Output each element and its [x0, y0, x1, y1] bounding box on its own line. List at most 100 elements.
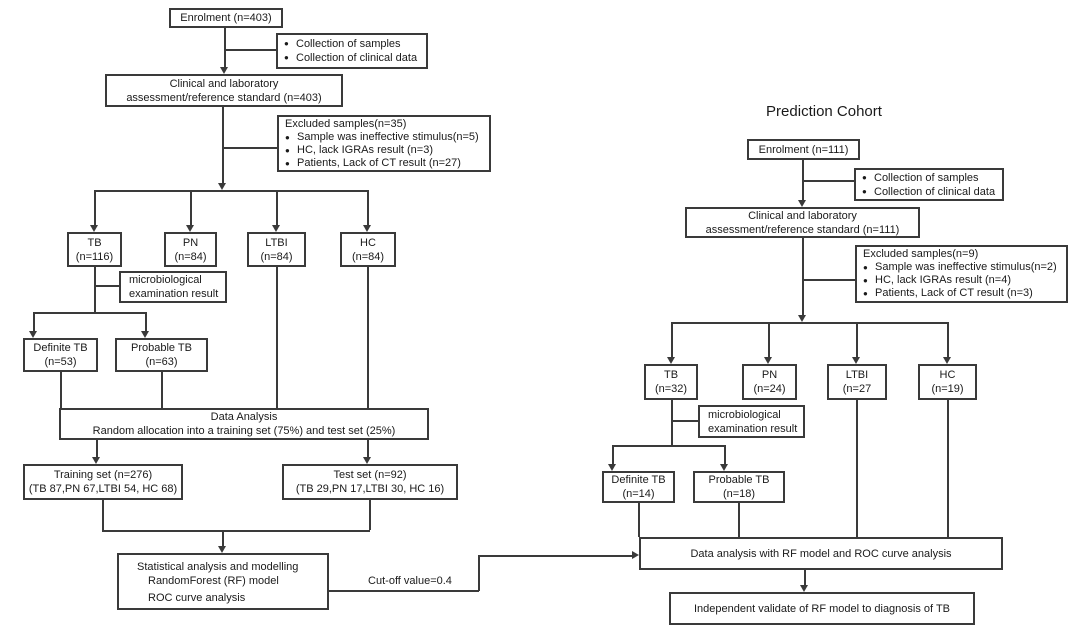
connector-line: [671, 322, 948, 324]
definite-line1: Definite TB: [33, 342, 88, 354]
group-n: (n=19): [931, 383, 964, 395]
stats-modelling-box: Statistical analysis and modelling Rando…: [117, 553, 329, 610]
connector-line: [369, 500, 371, 530]
connector-line: [190, 190, 192, 225]
group-n: (n=32): [654, 383, 688, 395]
probable-line2: (n=18): [722, 488, 756, 500]
micro-line2: examination result: [129, 288, 219, 300]
micro-line1: microbiological: [708, 408, 781, 421]
enrolment-box-discovery: Enrolment (n=403): [169, 8, 283, 28]
connector-line: [367, 190, 369, 225]
arrow-down-icon: [92, 457, 100, 464]
data-analysis-line2: Random allocation into a training set (7…: [92, 425, 396, 437]
group-name: PN: [182, 236, 199, 249]
group-name: LTBI: [845, 369, 869, 381]
collection-box-discovery: Collection of samples Collection of clin…: [276, 33, 428, 69]
probable-line1: Probable TB: [708, 474, 770, 486]
connector-line: [94, 190, 368, 192]
arrow-down-icon: [667, 357, 675, 364]
data-analysis-box-discovery: Data Analysis Random allocation into a t…: [59, 408, 429, 440]
group-name: PN: [761, 369, 778, 381]
connector-line: [612, 445, 614, 464]
group-box-hc-prediction: HC (n=19): [918, 364, 977, 400]
connector-line: [802, 180, 854, 182]
group-box-pn-discovery: PN (n=84): [164, 232, 217, 267]
connector-line: [222, 530, 224, 546]
arrow-down-icon: [798, 200, 806, 207]
group-name: TB: [87, 236, 102, 249]
connector-line: [222, 147, 277, 149]
group-box-ltbi-discovery: LTBI (n=84): [247, 232, 306, 267]
arrow-down-icon: [90, 225, 98, 232]
probable-tb-box-prediction: Probable TB (n=18): [693, 471, 785, 503]
connector-line: [367, 267, 369, 408]
test-line2: (TB 29,PN 17,LTBI 30, HC 16): [295, 483, 445, 495]
excluded-item: Patients, Lack of CT result (n=3): [863, 287, 1033, 300]
connector-line: [802, 238, 804, 315]
connector-line: [724, 445, 726, 464]
connector-line: [802, 279, 855, 281]
group-box-tb-discovery: TB (n=116): [67, 232, 122, 267]
group-n: (n=27: [842, 383, 872, 395]
group-name: TB: [663, 369, 679, 381]
arrow-down-icon: [220, 67, 228, 74]
arrow-down-icon: [943, 357, 951, 364]
connector-line: [94, 190, 96, 225]
training-line2: (TB 87,PN 67,LTBI 54, HC 68): [28, 483, 178, 495]
connector-line: [671, 400, 673, 445]
connector-line: [276, 267, 278, 408]
collection-item: Collection of clinical data: [284, 51, 417, 65]
connector-line: [672, 420, 698, 422]
group-box-hc-discovery: HC (n=84): [340, 232, 396, 267]
arrow-right-icon: [632, 551, 639, 559]
clinical-assessment-box-prediction: Clinical and laboratory assessment/refer…: [685, 207, 920, 238]
definite-line2: (n=14): [622, 488, 655, 500]
connector-line: [276, 190, 278, 225]
training-set-box: Training set (n=276) (TB 87,PN 67,LTBI 5…: [23, 464, 183, 500]
connector-line: [478, 555, 480, 591]
arrow-down-icon: [218, 546, 226, 553]
group-n: (n=84): [260, 250, 293, 263]
group-n: (n=24): [753, 383, 786, 395]
collection-item: Collection of samples: [284, 37, 401, 51]
connector-line: [671, 322, 673, 357]
arrow-down-icon: [800, 585, 808, 592]
clinical-line2: assessment/reference standard (n=111): [705, 223, 900, 236]
micro-exam-box-discovery: microbiological examination result: [119, 271, 227, 303]
connector-line: [222, 107, 224, 184]
cutoff-label: Cut-off value=0.4: [368, 575, 452, 587]
connector-line: [95, 285, 119, 287]
connector-line: [612, 445, 725, 447]
connector-line: [60, 372, 62, 408]
collection-item: Collection of clinical data: [862, 185, 995, 199]
connector-line: [856, 322, 858, 357]
group-box-tb-prediction: TB (n=32): [644, 364, 698, 400]
excluded-item: HC, lack IGRAs result (n=4): [863, 274, 1011, 287]
group-n: (n=84): [174, 250, 207, 263]
excluded-item: Patients, Lack of CT result (n=27): [285, 157, 461, 170]
arrow-down-icon: [608, 464, 616, 471]
definite-tb-box-discovery: Definite TB (n=53): [23, 338, 98, 372]
test-line1: Test set (n=92): [333, 469, 407, 481]
excluded-samples-box-prediction: Excluded samples(n=9) Sample was ineffec…: [855, 245, 1068, 303]
group-box-pn-prediction: PN (n=24): [742, 364, 797, 400]
connector-line: [804, 570, 806, 585]
group-name: LTBI: [265, 236, 288, 249]
arrow-down-icon: [363, 457, 371, 464]
clinical-line1: Clinical and laboratory: [748, 209, 857, 222]
arrow-down-icon: [363, 225, 371, 232]
stats-line1: Statistical analysis and modelling: [137, 561, 299, 573]
enrolment-box-prediction: Enrolment (n=111): [747, 139, 860, 160]
stats-line3: ROC curve analysis: [148, 592, 246, 604]
connector-line: [161, 372, 163, 408]
connector-line: [102, 500, 104, 530]
independent-validate-box: Independent validate of RF model to diag…: [669, 592, 975, 625]
excluded-item: Sample was ineffective stimulus(n=2): [863, 261, 1057, 274]
arrow-down-icon: [720, 464, 728, 471]
connector-line: [638, 503, 640, 537]
definite-line2: (n=53): [44, 356, 77, 368]
connector-line: [33, 312, 146, 314]
connector-line: [33, 312, 35, 331]
group-box-ltbi-prediction: LTBI (n=27: [827, 364, 887, 400]
stats-line2: RandomForest (RF) model: [148, 575, 279, 587]
